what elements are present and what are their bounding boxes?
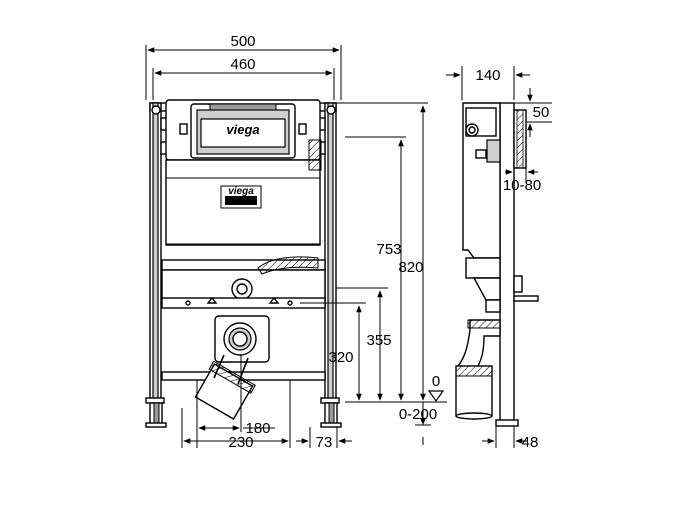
dim-foot-depth: 48 — [522, 434, 539, 451]
dim-height-outlet: 355 — [366, 332, 391, 349]
front-dimensions: 500 460 820 753 355 320 0 0-200 — [145, 33, 447, 451]
dim-overall-width: 500 — [230, 33, 255, 50]
body-logo: viega — [228, 186, 254, 197]
dim-top-offset: 50 — [533, 104, 550, 121]
front-view: viega viega — [145, 99, 342, 428]
dim-depth: 140 — [475, 67, 500, 84]
dim-drain-spacing: 230 — [228, 434, 253, 451]
side-upright — [499, 102, 515, 426]
dim-height-actuator: 753 — [376, 241, 401, 258]
dim-floor-adjust: 0-200 — [399, 406, 437, 423]
side-view — [455, 102, 539, 427]
actuator-logo: viega — [226, 122, 259, 137]
side-dimensions: 140 50 10-80 48 — [446, 66, 552, 451]
dim-drain-offset: 180 — [245, 420, 270, 437]
dim-frame-width: 460 — [230, 56, 255, 73]
dim-height-supply: 320 — [328, 349, 353, 366]
dim-height-top: 820 — [398, 259, 423, 276]
right-foot — [320, 397, 340, 404]
dim-side-offset: 73 — [316, 434, 333, 451]
left-foot — [145, 397, 165, 404]
floor-zero-label: 0 — [432, 373, 440, 390]
dim-wall-gap: 10-80 — [503, 177, 541, 194]
